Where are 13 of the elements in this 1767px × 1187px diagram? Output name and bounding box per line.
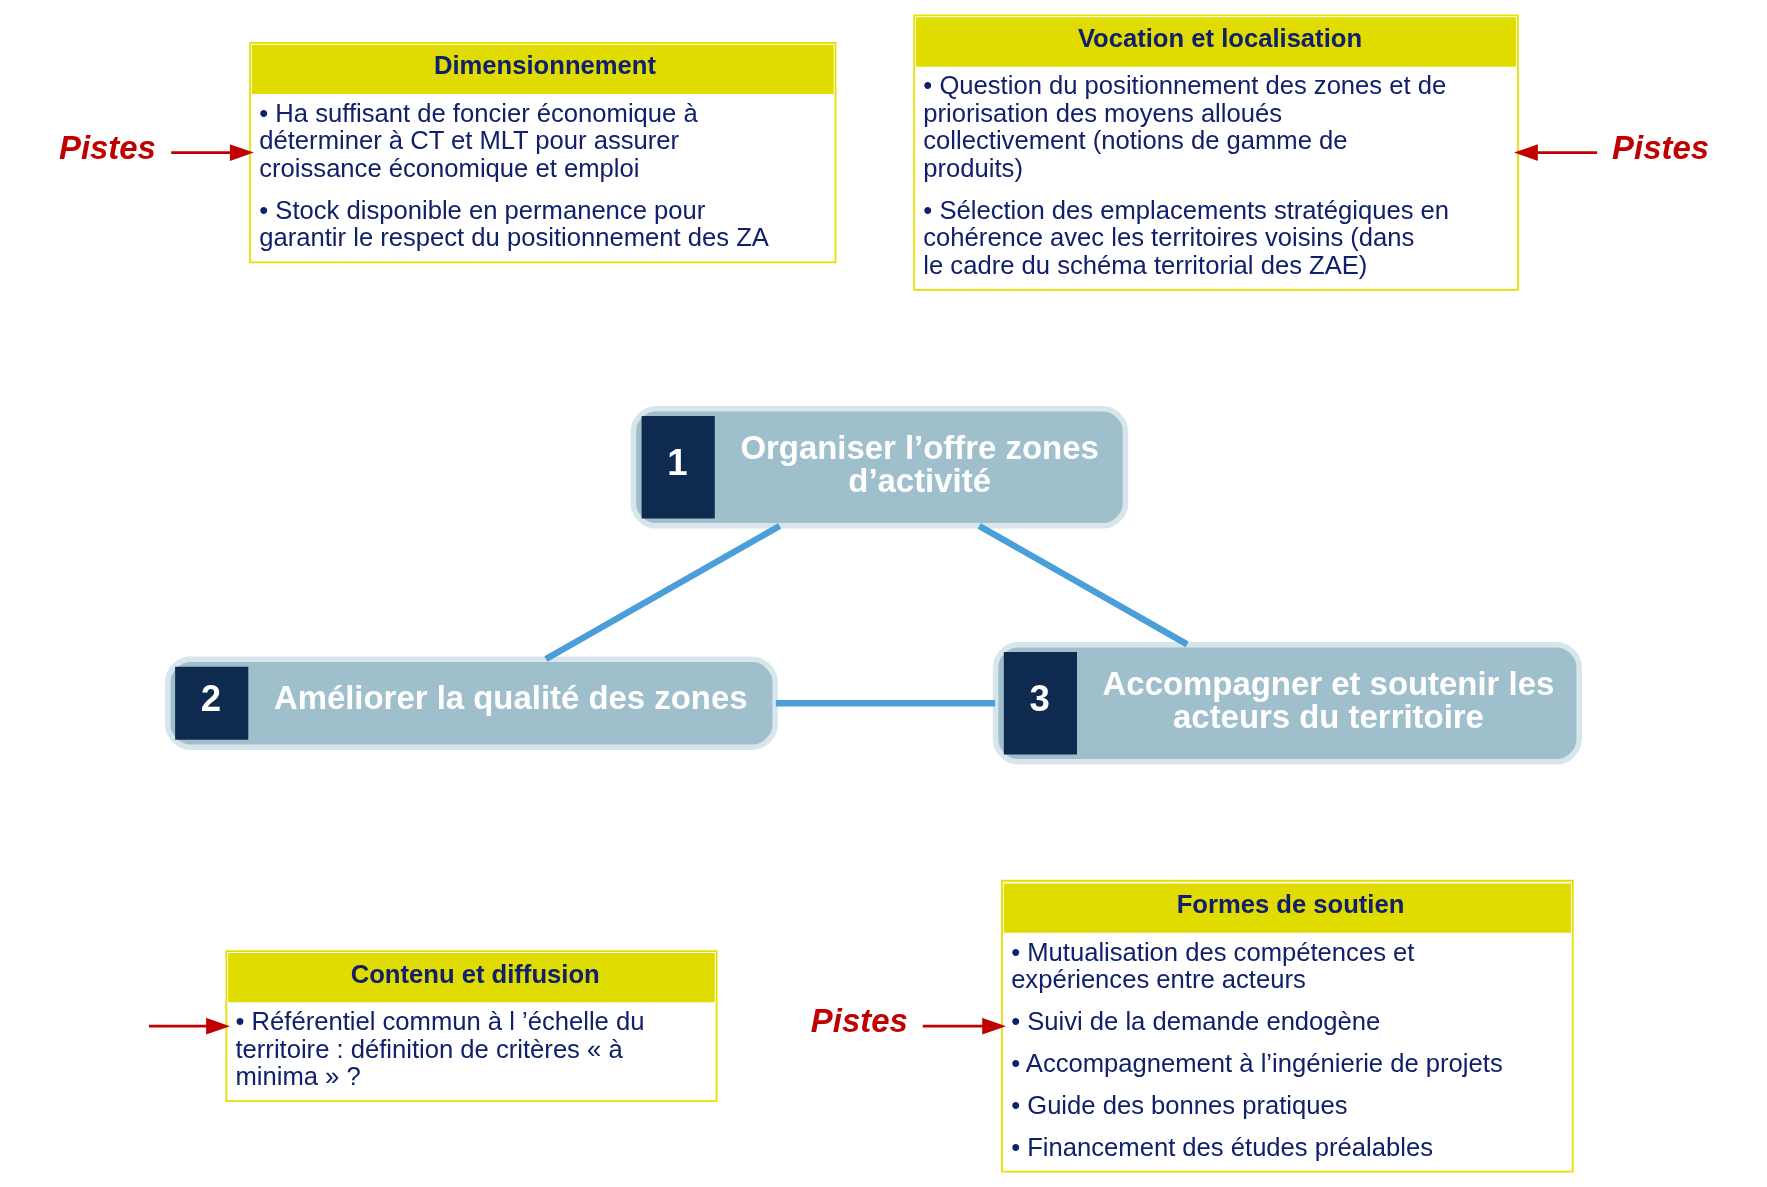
arrow: [1513, 144, 1597, 161]
node-text: Pistes: [58, 128, 156, 166]
connector: [543, 523, 781, 662]
arrow: [922, 1017, 1006, 1035]
node-box: 1 Organiser l’offre zones d’activité: [630, 406, 1128, 529]
connector: [977, 523, 1189, 648]
node-box: 2 Améliorer la qualité des zones: [164, 656, 778, 750]
arrow: [148, 1017, 230, 1035]
node-text: Pistes: [1611, 128, 1709, 166]
connector: [775, 700, 995, 707]
arrow: [170, 144, 254, 161]
node-box: 3 Accompagner et soutenir les acteurs du territoire: [992, 641, 1582, 765]
node-text: Pistes: [810, 1002, 908, 1040]
